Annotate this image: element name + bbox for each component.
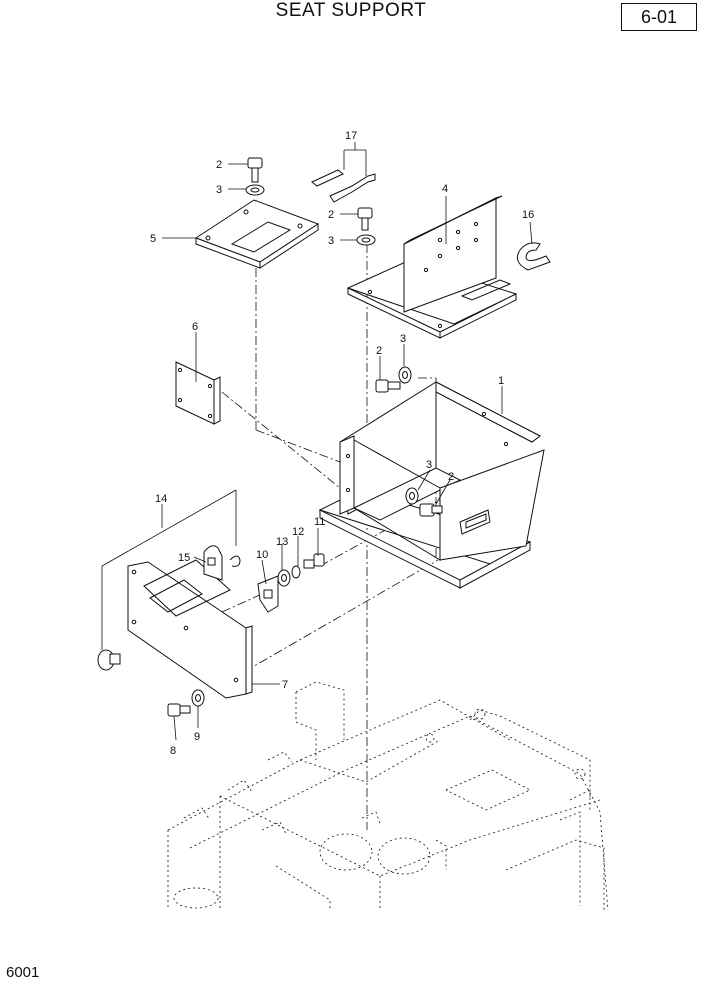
callout-2-upper-right: 2 bbox=[328, 209, 334, 221]
clip-14 bbox=[229, 555, 241, 567]
callout-8: 8 bbox=[170, 745, 176, 757]
callout-15: 15 bbox=[178, 552, 190, 564]
callout-9: 9 bbox=[194, 731, 200, 743]
callout-10: 10 bbox=[256, 549, 268, 561]
bolt-2-lower bbox=[419, 503, 443, 517]
part-6-side-plate bbox=[175, 361, 221, 425]
machine-frame-lower bbox=[167, 681, 609, 911]
callout-2-upper-left: 2 bbox=[216, 159, 222, 171]
callout-13: 13 bbox=[276, 536, 288, 548]
diagram-title: SEAT SUPPORT bbox=[275, 0, 427, 21]
callout-1: 1 bbox=[498, 375, 504, 387]
washer-3-lower bbox=[405, 487, 419, 505]
washer-3-upper-left bbox=[245, 184, 265, 196]
part-15-latch-tab bbox=[203, 545, 223, 581]
callout-6: 6 bbox=[192, 321, 198, 333]
callout-3-middle: 3 bbox=[400, 333, 406, 345]
callout-leaders bbox=[162, 163, 533, 741]
part-17-strips bbox=[311, 142, 376, 203]
washer-3-upper-right bbox=[356, 234, 376, 246]
part-14-cover-plate bbox=[101, 489, 253, 699]
part-16-u-clip bbox=[516, 242, 551, 271]
part-1-seat-support-box bbox=[318, 381, 545, 589]
callout-5: 5 bbox=[150, 233, 156, 245]
callout-17: 17 bbox=[345, 130, 357, 142]
callout-7: 7 bbox=[282, 679, 288, 691]
part-4-bracket bbox=[346, 195, 518, 339]
bolt-2-upper-left bbox=[247, 157, 263, 183]
bolt-2-upper-right bbox=[357, 207, 373, 231]
part-11-bolt bbox=[303, 553, 325, 569]
callout-12: 12 bbox=[292, 526, 304, 538]
page-reference-box: 6-01 bbox=[621, 3, 697, 31]
callout-4: 4 bbox=[442, 183, 448, 195]
callout-2-lower: 2 bbox=[448, 471, 454, 483]
figure-code: 6001 bbox=[6, 964, 40, 981]
callout-2-middle: 2 bbox=[376, 345, 382, 357]
callout-3-upper-right: 3 bbox=[328, 235, 334, 247]
part-13-washer bbox=[277, 569, 291, 587]
callout-14: 14 bbox=[155, 493, 167, 505]
part-10-bracket bbox=[257, 575, 279, 613]
washer-3-middle bbox=[398, 366, 412, 384]
screw-14-knob bbox=[97, 649, 121, 671]
callout-11: 11 bbox=[314, 516, 325, 528]
callout-3-upper-left: 3 bbox=[216, 184, 222, 196]
callout-numbers: 17 2 3 5 4 2 3 16 6 2 3 1 3 2 11 12 13 1… bbox=[150, 130, 534, 757]
part-5-plate bbox=[194, 199, 320, 269]
callout-3-lower: 3 bbox=[426, 459, 432, 471]
part-9-washer bbox=[191, 689, 205, 707]
part-12-lock-washer bbox=[291, 565, 301, 579]
callout-16: 16 bbox=[522, 209, 534, 221]
part-8-bolt bbox=[167, 703, 191, 717]
bolt-2-middle bbox=[375, 379, 401, 393]
